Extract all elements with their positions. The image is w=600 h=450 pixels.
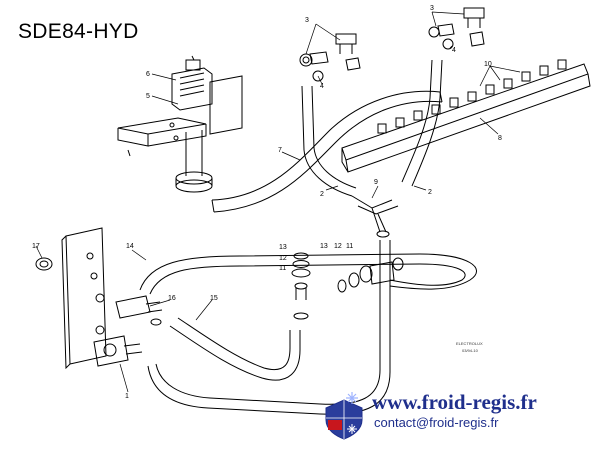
hose-15 bbox=[169, 317, 301, 381]
clamp-assembly-right bbox=[428, 7, 485, 50]
y-connector bbox=[351, 195, 399, 238]
callout-3-right: 3 bbox=[430, 5, 434, 12]
callout-13-left: 13 bbox=[279, 244, 287, 251]
hose-7 bbox=[211, 90, 443, 213]
fitting-stack-left bbox=[291, 252, 311, 320]
callout-4-right: 4 bbox=[452, 47, 456, 54]
callout-11-right: 11 bbox=[346, 243, 353, 250]
callout-2-left: 2 bbox=[320, 191, 324, 198]
mounting-panel bbox=[61, 227, 107, 370]
callout-13-right: 13 bbox=[320, 243, 328, 250]
spray-manifold bbox=[341, 59, 591, 173]
website-link[interactable]: www.froid-regis.fr bbox=[372, 390, 537, 414]
callout-6: 6 bbox=[146, 71, 150, 78]
pump-motor-assembly bbox=[117, 55, 243, 193]
grommet-17 bbox=[35, 257, 53, 271]
callout-8: 8 bbox=[498, 135, 502, 142]
callout-16: 16 bbox=[168, 295, 176, 302]
froid-regis-logo bbox=[325, 392, 363, 440]
diagram-title: SDE84-HYD bbox=[18, 20, 139, 43]
drawing-stamp: ELECTROLUX 03/94-10 bbox=[456, 341, 483, 353]
callout-12-left: 12 bbox=[279, 255, 287, 262]
stamp-line-1: ELECTROLUX bbox=[456, 341, 483, 346]
clamp-assembly-left bbox=[299, 33, 361, 82]
callout-7: 7 bbox=[278, 147, 282, 154]
fitting-stack-right bbox=[337, 257, 404, 293]
contact-email-link[interactable]: contact@froid-regis.fr bbox=[374, 415, 499, 430]
callout-14: 14 bbox=[126, 243, 134, 250]
callout-9: 9 bbox=[374, 179, 378, 186]
callout-17: 17 bbox=[32, 243, 40, 250]
callout-15: 15 bbox=[210, 295, 218, 302]
callout-2-right: 2 bbox=[428, 189, 432, 196]
callout-12-right: 12 bbox=[334, 243, 342, 250]
hose-14 bbox=[139, 253, 477, 295]
callout-labels: 1 2 2 3 3 4 4 5 6 7 8 9 10 11 11 12 12 1… bbox=[32, 5, 502, 400]
hose-2-right bbox=[401, 59, 443, 187]
callout-10: 10 bbox=[484, 61, 492, 68]
callout-3-left: 3 bbox=[305, 17, 309, 24]
stamp-line-2: 03/94-10 bbox=[462, 348, 479, 353]
hose-2-left bbox=[301, 85, 357, 197]
callout-4-left: 4 bbox=[320, 83, 324, 90]
callout-5: 5 bbox=[146, 93, 150, 100]
leader-lines bbox=[35, 11, 521, 393]
inlet-valve bbox=[93, 295, 163, 367]
drain-hose bbox=[147, 240, 391, 415]
callout-11-left: 11 bbox=[279, 265, 286, 272]
callout-1: 1 bbox=[125, 393, 129, 400]
